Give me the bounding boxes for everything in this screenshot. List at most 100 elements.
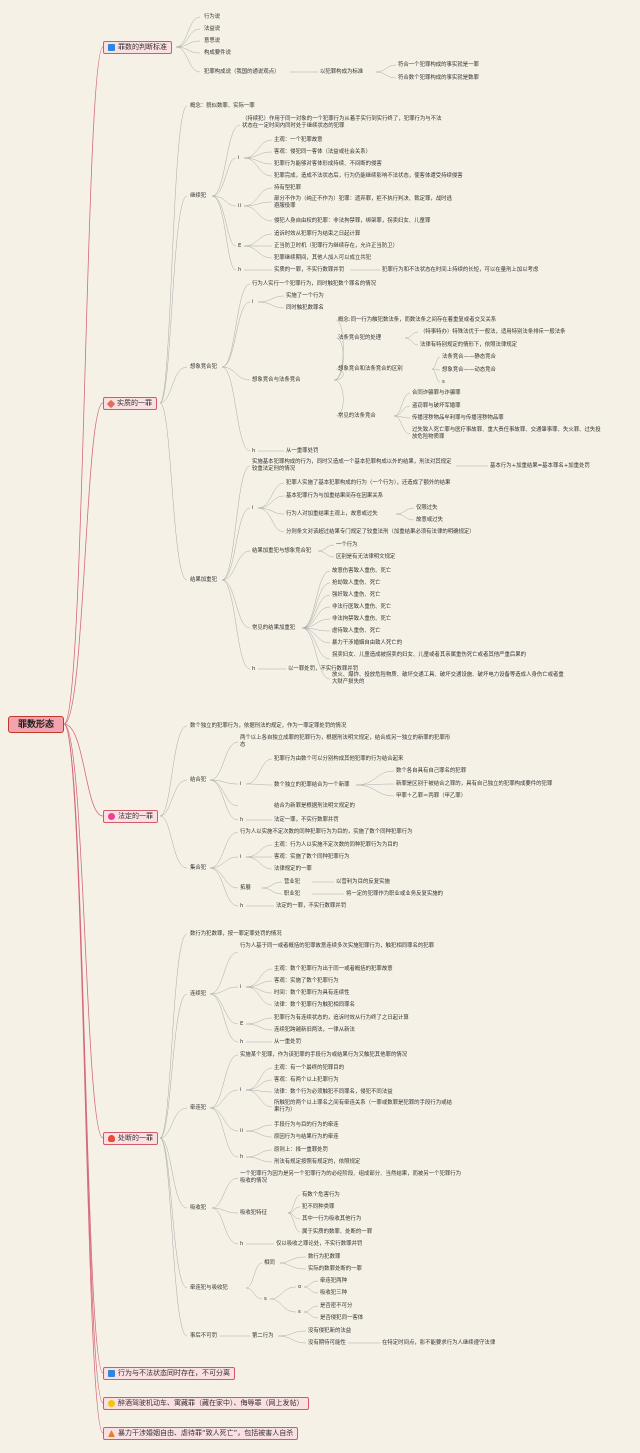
aggr-robbery[interactable]: 抢劫致人重伤、死亡 bbox=[332, 580, 381, 586]
serial-law[interactable]: 法律：数个犯罪行为触犯相同罪名 bbox=[274, 1002, 355, 1008]
cont-accomplice[interactable]: 犯罪继续期间，其他人加入可以成立共犯 bbox=[274, 255, 372, 261]
aggr-difference[interactable]: 区别是有无法律明文规定 bbox=[336, 554, 396, 560]
serial-objective[interactable]: 客观：实施了数个犯罪行为 bbox=[274, 978, 339, 984]
dynamic-concurrence[interactable]: 想象竞合——动态竞合 bbox=[442, 367, 496, 373]
collective-subjective[interactable]: 主观：行为人以实施不定次数的同种犯罪行为为目的 bbox=[274, 842, 398, 848]
serial-heavier[interactable]: 从一重处罚 bbox=[274, 1039, 301, 1045]
aggr-causation[interactable]: 基本犯罪行为与加重结果间存在因果关系 bbox=[286, 493, 384, 499]
statutory-definition[interactable]: 数个独立的犯罪行为，依据刑法的规定，作为一罪定罪处罚的情况 bbox=[190, 723, 347, 729]
theory-intent[interactable]: 意思说 bbox=[204, 38, 221, 44]
implicated-law[interactable]: 法律：数个行为必须触犯不同罪名，侵犯不同法益 bbox=[274, 1089, 393, 1095]
combined-new-crime[interactable]: 数个独立的犯罪结合为一个新罪 bbox=[274, 782, 350, 788]
cont-objective[interactable]: 客观：侵犯同一客体（法益或社会关系） bbox=[274, 149, 372, 155]
combined-i[interactable]: i bbox=[240, 781, 242, 787]
serial-e[interactable]: E bbox=[240, 1021, 244, 1027]
difference-s[interactable]: s bbox=[442, 379, 445, 385]
aggr-mental[interactable]: 行为人对加重结果主观上，故意或过失 bbox=[286, 511, 378, 517]
one-crime-rule[interactable]: 符合一个犯罪构成的事实就是一罪 bbox=[398, 62, 479, 68]
absorbed-three-kinds[interactable]: 吸收犯三种 bbox=[320, 1290, 347, 1296]
means-purpose[interactable]: 手段行为与目的行为的牵连 bbox=[274, 1122, 339, 1128]
absorbed-harmful-acts[interactable]: 有数个危害行为 bbox=[302, 1192, 340, 1198]
theory-legal-interest[interactable]: 法益说 bbox=[204, 26, 221, 32]
absorbed-one-absorbs[interactable]: 其中一行为吸收其他行为 bbox=[302, 1216, 362, 1222]
branch-act-and-state[interactable]: 行为与不法状态同时存在，不可分离 bbox=[103, 1367, 235, 1380]
disposition-definition[interactable]: 数行为犯数罪，按一罪定罪处罚的情况 bbox=[190, 931, 282, 937]
comparison-same[interactable]: 相同 bbox=[264, 1260, 275, 1266]
theft-military[interactable]: 盗窃罪与破坏军婚罪 bbox=[412, 403, 461, 409]
cont-possession[interactable]: 持有型犯罪 bbox=[274, 185, 301, 191]
comparison-s2[interactable]: s bbox=[298, 1309, 301, 1315]
serial-time[interactable]: 时间：数个犯罪行为具有连续性 bbox=[274, 990, 350, 996]
absorbed-offense[interactable]: 吸收犯 bbox=[190, 1205, 207, 1211]
occupational-offense[interactable]: 职业犯 bbox=[284, 891, 301, 897]
implicated-heavier[interactable]: 原则上：择一重罪处罚 bbox=[274, 1147, 328, 1153]
inseparable[interactable]: 是否密不可分 bbox=[320, 1303, 353, 1309]
implicated-provision[interactable]: 刑法有规定按照有规定的，依照规定 bbox=[274, 1159, 361, 1165]
implicated-offense[interactable]: 牵连犯 bbox=[190, 1105, 207, 1111]
combined-formula[interactable]: 甲罪＋乙罪＝丙罪（甲乙罪） bbox=[396, 793, 467, 799]
combined-own-charges[interactable]: 数个各自具有自己罪名的犯罪 bbox=[396, 768, 467, 774]
common-statute-concurrence[interactable]: 常见的法条竞合 bbox=[338, 413, 376, 419]
collective-no-combined[interactable]: 法定的一罪，不实行数罪并罚 bbox=[276, 903, 347, 909]
aggr-negligence-only[interactable]: 仅限过失 bbox=[416, 505, 438, 511]
combined-no-combined[interactable]: 法定一罪，不实行数罪并罚 bbox=[274, 817, 339, 823]
cont-sentencing[interactable]: 犯罪行为和不法状态在时间上持续的长短，可以在量刑上加以考虑 bbox=[382, 267, 539, 273]
business-definition[interactable]: 以营利为目的反复实施 bbox=[336, 879, 390, 885]
aggr-injury[interactable]: 故意伤害致人重伤、死亡 bbox=[332, 568, 392, 574]
aggr-rape[interactable]: 强奸致人重伤、死亡 bbox=[332, 592, 381, 598]
cause-result[interactable]: 原因行为与结果行为的牵连 bbox=[274, 1134, 339, 1140]
imag-h[interactable]: h bbox=[252, 448, 256, 454]
cont-omission[interactable]: 部分不作为（纯正不作为）犯罪：遗弃罪，拒不执行判决、裁定罪，战时逃避服役罪 bbox=[274, 196, 452, 209]
theory-elements[interactable]: 构成要件说 bbox=[204, 50, 231, 56]
aggr-illegal-medical[interactable]: 非法行医致人重伤、死亡 bbox=[332, 604, 392, 610]
negligent-homicide[interactable]: 过失致人死亡罪与医疗事故罪、重大责任事故罪、交通肇事罪、失火罪、过失投放危险物质… bbox=[412, 427, 601, 440]
continuous-i[interactable]: i bbox=[238, 155, 240, 161]
implicated-objective[interactable]: 客观：有两个以上犯罪行为 bbox=[274, 1077, 339, 1083]
aggr-arson[interactable]: 放火、爆炸、投放危险物质、破坏交通工具、破坏交通设施、破坏电力设备等造成人身伤亡… bbox=[332, 672, 564, 685]
special-provision[interactable]: 法律有特别规定的情形下，依照法律规定 bbox=[420, 342, 518, 348]
aggr-marriage[interactable]: 暴力干涉婚姻自由致人死亡的 bbox=[332, 640, 403, 646]
absorbed-nature[interactable]: 属于实质的数罪、处断的一罪 bbox=[302, 1229, 373, 1235]
branch-statutory-one-crime[interactable]: 法定的一罪 bbox=[103, 810, 158, 823]
business-offense[interactable]: 营业犯 bbox=[284, 879, 301, 885]
static-concurrence[interactable]: 法条竞合——静态竞合 bbox=[442, 354, 496, 360]
aggr-statute[interactable]: 分则条文对该超过结果专门规定了较重法刑（加重结果必须有法律的明确规定） bbox=[286, 529, 475, 535]
comparison-s[interactable]: s bbox=[264, 1296, 267, 1302]
contract-fraud[interactable]: 合同诈骗罪与诈骗罪 bbox=[412, 390, 461, 396]
serial-limitation[interactable]: 犯罪行为有连续状态的，追诉时效从行为终了之日起计算 bbox=[274, 1015, 409, 1021]
branch-violent-interference-examples[interactable]: 暴力干涉婚姻自由、虐待罪“致人死亡”，包括被害人自杀 bbox=[103, 1427, 299, 1440]
absorbed-punishment[interactable]: 仅以吸收之罪论处，不实行数罪并罚 bbox=[276, 1241, 363, 1247]
result-aggravated[interactable]: 结果加重犯 bbox=[190, 577, 217, 583]
implicated-vs-absorbed[interactable]: 牵连犯与吸收犯 bbox=[190, 1285, 228, 1291]
imag-one-act[interactable]: 实施了一个行为 bbox=[286, 293, 324, 299]
cont-no-combined[interactable]: 实质的一罪，不实行数罪并罚 bbox=[274, 267, 345, 273]
root-node[interactable]: 罪数形态 bbox=[8, 716, 64, 733]
aggr-formula[interactable]: 基本行为+加重结果=基本罪名+加重处罚 bbox=[490, 463, 590, 469]
branch-judgment-standard[interactable]: 罪数的判断标准 bbox=[103, 41, 172, 54]
obscene-profit[interactable]: 传播淫秽物品牟利罪与传播淫秽物品罪 bbox=[412, 415, 504, 421]
imag-vs-statute[interactable]: 想象竞合与法条竞合 bbox=[252, 377, 301, 383]
branch-substantive-one-crime[interactable]: 实质的一罪 bbox=[103, 397, 157, 410]
combined-offense[interactable]: 结合犯 bbox=[190, 777, 207, 783]
aggr-detention[interactable]: 非法拘禁致人重伤、死亡 bbox=[332, 616, 392, 622]
cont-subjective[interactable]: 主观：一个犯罪故意 bbox=[274, 137, 323, 143]
no-expectation[interactable]: 没有期待可能性 bbox=[308, 1340, 346, 1346]
special-over-general[interactable]: （特事特办）特殊法优于一般法，适用特别法条排斥一般法条 bbox=[420, 329, 566, 335]
comparison-o[interactable]: o bbox=[298, 1284, 302, 1290]
second-act[interactable]: 第二行为 bbox=[252, 1333, 274, 1339]
cont-liberty[interactable]: 侵犯人身自由权的犯罪：非法拘禁罪，绑架罪，拐卖妇女、儿童罪 bbox=[274, 218, 431, 224]
collective-h[interactable]: h bbox=[240, 903, 244, 909]
same-disposition[interactable]: 实际的数罪处断的一罪 bbox=[308, 1266, 362, 1272]
aggr-basic-act[interactable]: 犯罪人实施了基本犯罪构成的行为（一个行为），还造成了额外的结果 bbox=[286, 480, 451, 486]
collective-objective[interactable]: 客观：实施了数个同种犯罪行为 bbox=[274, 854, 350, 860]
implicated-ii[interactable]: ii bbox=[240, 1128, 243, 1134]
statute-concept[interactable]: 概念:同一行为触犯数法条，而数法条之间存在着重复或者交叉关系 bbox=[338, 317, 497, 323]
absorbed-h[interactable]: h bbox=[240, 1241, 244, 1247]
theory-constitution[interactable]: 犯罪构成说（我国的通说观点） bbox=[204, 69, 280, 75]
aggr-one-crime[interactable]: 以一罪处罚，不实行数罪并罚 bbox=[288, 666, 359, 672]
collective-definition[interactable]: 行为人以实施不定次数的同种犯罪行为为目的，实施了数个同种犯罪行为 bbox=[240, 829, 413, 835]
implicated-i[interactable]: i bbox=[240, 1087, 242, 1093]
continuous-e[interactable]: E bbox=[238, 243, 242, 249]
cont-persistent[interactable]: 犯罪行为能够对客体形成持续、不间断的侵害 bbox=[274, 161, 382, 167]
same-several-acts[interactable]: 数行为犯数罪 bbox=[308, 1254, 341, 1260]
